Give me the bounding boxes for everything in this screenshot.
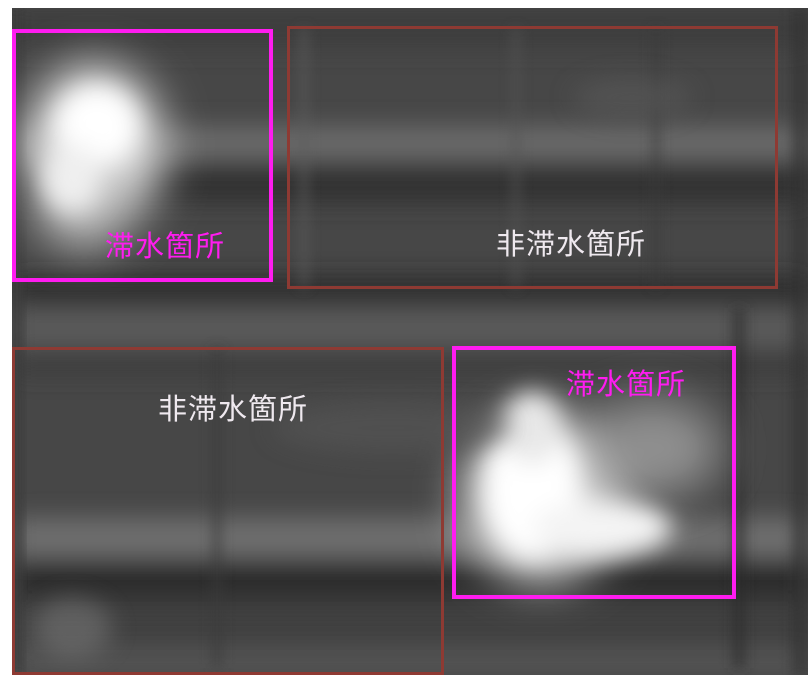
- dry-area-box: [287, 26, 778, 289]
- thermal-background: [12, 8, 808, 675]
- dry-area-label: 非滞水箇所: [158, 392, 309, 426]
- thermal-image: [12, 8, 808, 675]
- wet-area-box: [452, 346, 736, 599]
- wet-area-label: 滞水箇所: [566, 367, 687, 401]
- wet-area-box: [12, 29, 273, 282]
- dry-area-label: 非滞水箇所: [496, 227, 647, 261]
- wet-area-label: 滞水箇所: [105, 229, 226, 263]
- dry-area-box: [12, 347, 444, 675]
